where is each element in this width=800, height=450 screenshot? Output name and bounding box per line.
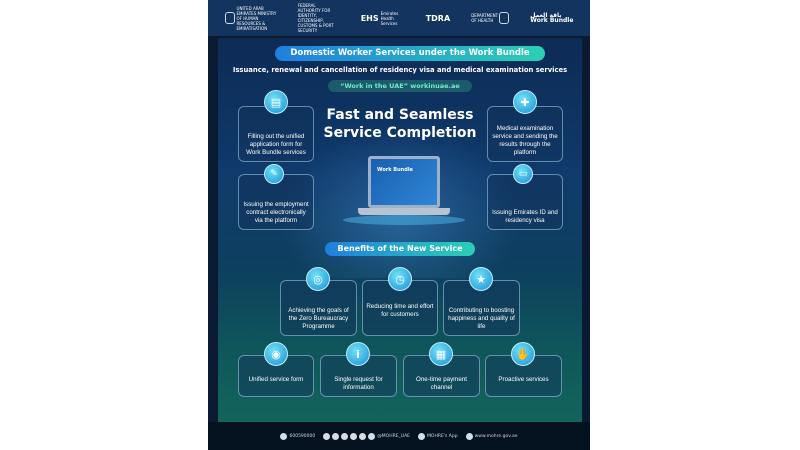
phone-icon (280, 432, 288, 440)
footer-phone[interactable]: 600590000 (280, 432, 315, 440)
footer: 600590000 @MOHRE_UAE MOHRE's App www.moh… (208, 422, 590, 450)
medical-icon: ✚ (513, 90, 537, 114)
step-card-form: Filling out the unified application form… (238, 106, 314, 162)
platform-link[interactable]: “Work in the UAE” workinuae.ae (328, 80, 472, 92)
step-card-emirates-id: Issuing Emirates ID and residency visa (487, 174, 563, 230)
poster: UNITED ARAB EMIRATES MINISTRY OF HUMAN R… (208, 0, 590, 450)
logo-tdra: TDRA (425, 13, 451, 23)
youtube-icon (341, 432, 349, 440)
logo-mohre: UNITED ARAB EMIRATES MINISTRY OF HUMAN R… (224, 6, 277, 31)
headline: Fast and Seamless Service Completion (323, 107, 477, 141)
hand-icon: ✋ (511, 342, 535, 366)
laptop-illustration: Work Bundle (368, 156, 440, 208)
subtitle: Issuance, renewal and cancellation of re… (232, 66, 568, 74)
emblem-icon (224, 12, 235, 24)
info-icon: i (346, 342, 370, 366)
globe-icon (465, 432, 473, 440)
linkedin-icon (359, 432, 367, 440)
form-icon: ▤ (264, 90, 288, 114)
partner-logos-bar: UNITED ARAB EMIRATES MINISTRY OF HUMAN R… (208, 0, 590, 36)
id-card-icon: ▭ (513, 164, 533, 184)
title-banner: Domestic Worker Services under the Work … (275, 46, 545, 61)
threads-icon (368, 432, 376, 440)
emblem-icon (499, 12, 510, 24)
main-panel: Domestic Worker Services under the Work … (218, 38, 582, 422)
logo-doh: DEPARTMENT OF HEALTH (471, 12, 510, 24)
benefits-banner: Benefits of the New Service (325, 242, 475, 256)
target-icon: ◉ (264, 342, 288, 366)
footer-website[interactable]: www.mohre.gov.ae (465, 432, 518, 440)
footer-app[interactable]: MOHRE's App (418, 432, 458, 440)
payment-icon: ▦ (429, 342, 453, 366)
facebook-icon (350, 432, 358, 440)
logo-icp: FEDERAL AUTHORITY FOR IDENTITY, CITIZENS… (297, 3, 334, 33)
instagram-icon (332, 432, 340, 440)
step-card-medical: Medical examination service and sending … (487, 106, 563, 162)
goal-icon: ◎ (306, 267, 330, 291)
app-icon (418, 432, 426, 440)
laptop-base (358, 208, 450, 215)
contract-icon: ✎ (264, 164, 284, 184)
footer-social[interactable]: @MOHRE_UAE (323, 432, 410, 440)
stars-icon: ★ (469, 267, 493, 291)
platform-glow (343, 215, 465, 225)
clock-icon: ◷ (388, 267, 412, 291)
x-icon (323, 432, 331, 440)
